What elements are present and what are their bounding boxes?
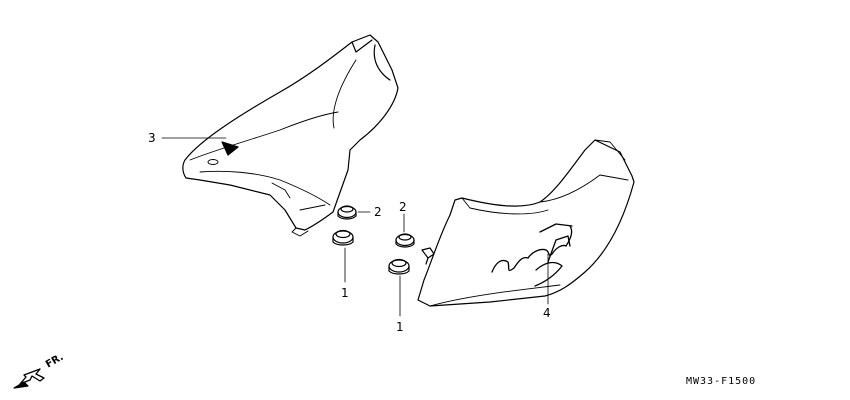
leader-lines — [161, 137, 549, 317]
grommet-2-right — [395, 233, 415, 248]
grommet-1-right — [388, 258, 410, 275]
grommet-2-left — [337, 205, 357, 220]
diagram-code: MW33-F1500 — [686, 376, 757, 387]
fastener-pin — [421, 247, 435, 265]
callout-2-right: 2 — [399, 200, 407, 214]
callout-1-left: 1 — [341, 286, 349, 300]
callout-1-right: 1 — [396, 320, 404, 334]
callout-4: 4 — [543, 306, 551, 320]
left-side-cover — [182, 34, 399, 237]
grommet-1-left — [332, 229, 354, 246]
right-side-cover — [417, 139, 635, 307]
callout-2-left: 2 — [374, 205, 382, 219]
front-direction-arrow-icon — [13, 368, 45, 389]
callout-3: 3 — [148, 131, 156, 145]
nighthawk-emblem — [491, 223, 573, 287]
